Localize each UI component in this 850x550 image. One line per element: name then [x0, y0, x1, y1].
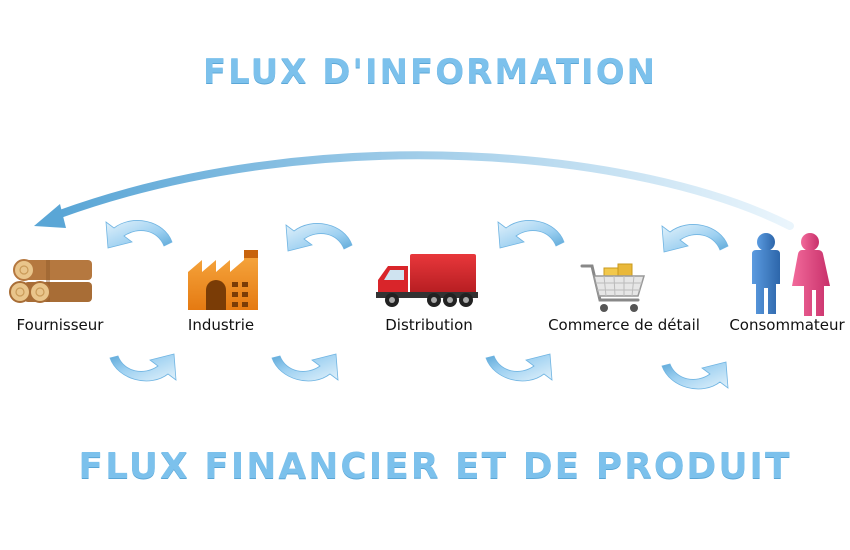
factory-icon — [188, 250, 258, 310]
financial-product-flow-title: FLUX FINANCIER ET DE PRODUIT — [78, 446, 792, 487]
female-figure — [792, 233, 830, 316]
swirl-arrow-bottom-3 — [485, 353, 553, 382]
logs-icon — [9, 259, 92, 303]
node-label-industrie: Industrie — [187, 316, 255, 334]
swirl-arrow-bottom-1 — [109, 353, 177, 382]
swirl-arrow-bottom-2 — [271, 353, 339, 382]
node-label-distribution: Distribution — [385, 316, 473, 334]
swirl-arrow-top-3 — [497, 220, 565, 249]
node-label-consommateur: Consommateur — [729, 316, 845, 334]
swirl-arrow-top-4 — [661, 224, 729, 253]
swirl-arrow-top-1 — [105, 220, 173, 249]
truck-icon — [376, 254, 478, 307]
male-figure — [752, 233, 780, 314]
swirl-arrow-top-2 — [285, 223, 353, 252]
information-flow-arrow — [34, 151, 794, 230]
people-icon — [752, 233, 830, 316]
node-label-fournisseur: Fournisseur — [16, 316, 104, 334]
information-flow-title: FLUX D'INFORMATION — [202, 52, 658, 92]
swirl-arrow-bottom-4 — [661, 361, 729, 390]
shopping-cart-icon — [580, 263, 646, 312]
node-label-commerce: Commerce de détail — [548, 316, 700, 334]
